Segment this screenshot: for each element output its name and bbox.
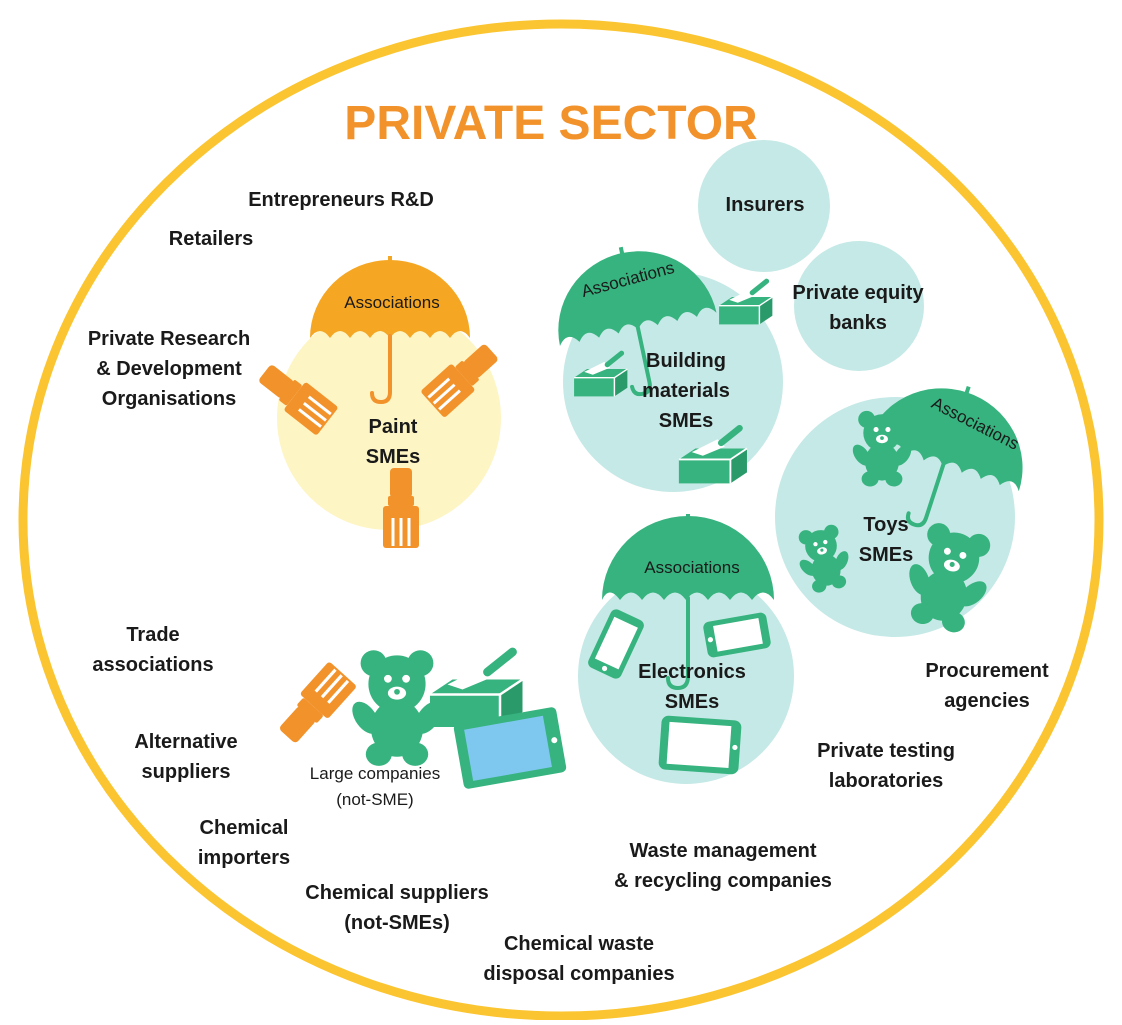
tablet-icon	[658, 715, 742, 775]
chemical-waste-label: Chemical waste disposal companies	[483, 933, 675, 985]
paint-smes-bubble	[277, 306, 501, 530]
insurers-label: Insurers	[725, 194, 805, 216]
umbrella-icon	[866, 386, 1023, 528]
insurers-bubble	[698, 140, 830, 272]
private-equity-label: Private equity banks	[792, 282, 924, 334]
entrepreneurs-label: Entrepreneurs R&D	[248, 189, 434, 211]
chemical-importers-label: Chemical importers	[197, 817, 291, 869]
private-rd-label: Private Research & Development Organisat…	[87, 328, 251, 410]
large-companies-group	[271, 650, 567, 789]
tablet-icon	[453, 707, 567, 789]
building-smes-label: Building materials SMEs	[642, 350, 730, 432]
large-companies-label: Large companies (not-SME)	[309, 764, 441, 809]
chemical-suppliers-label: Chemical suppliers (not-SMEs)	[305, 882, 489, 934]
private-equity-bubble	[794, 241, 924, 371]
paint-associations-label: Associations	[344, 293, 440, 312]
building-smes-group	[558, 246, 783, 492]
electronics-associations-label: Associations	[644, 558, 740, 577]
umbrella-icon	[558, 246, 717, 397]
toys-smes-label: Toys SMEs	[858, 514, 914, 566]
paint-smes-label: Paint SMEs	[365, 416, 421, 468]
alternative-suppliers-label: Alternative suppliers	[134, 731, 238, 783]
umbrella-icon	[602, 514, 774, 691]
page-title: PRIVATE SECTOR	[344, 97, 758, 150]
trade-associations-label: Trade associations	[92, 624, 214, 676]
waste-management-label: Waste management & recycling companies	[614, 840, 832, 892]
umbrella-icon	[310, 256, 470, 405]
electronics-smes-label: Electronics SMEs	[638, 661, 746, 713]
toys-smes-group	[775, 386, 1023, 640]
electronics-smes-group	[578, 514, 794, 784]
procurement-agencies-label: Procurement agencies	[925, 660, 1049, 712]
testing-labs-label: Private testing laboratories	[817, 740, 955, 792]
retailers-label: Retailers	[168, 228, 254, 250]
paint-smes-group	[251, 256, 506, 550]
